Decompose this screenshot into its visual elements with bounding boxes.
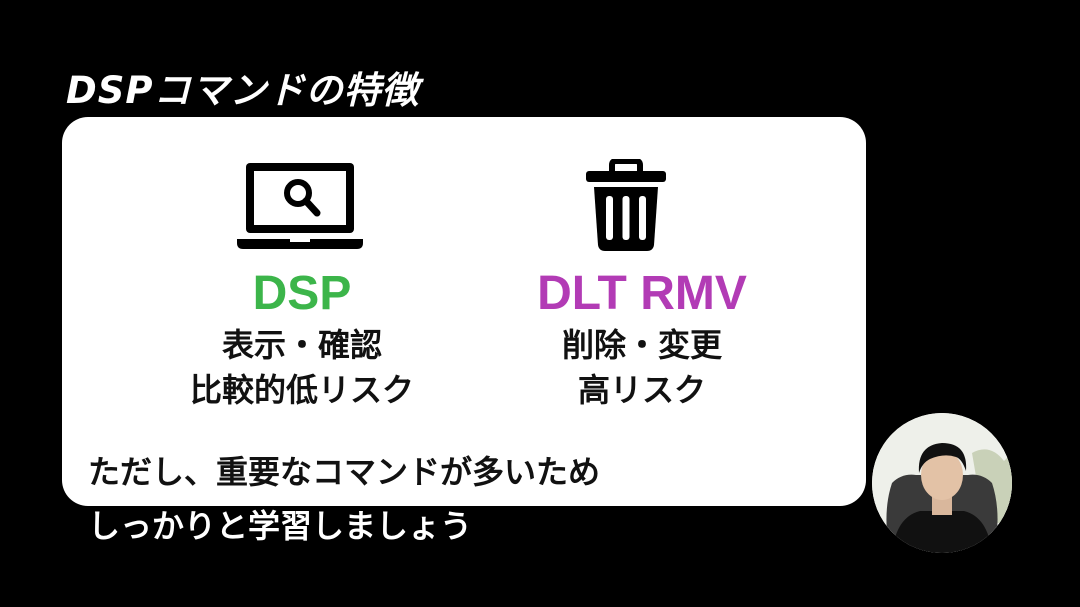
note-line-2: しっかりと学習しましょう bbox=[88, 507, 473, 545]
dsp-description-1: 表示・確認 bbox=[221, 326, 382, 364]
presenter-avatar bbox=[872, 413, 1012, 553]
dlt-description-1: 削除・変更 bbox=[561, 326, 722, 364]
note-line-1: ただし、重要なコマンドが多いため bbox=[88, 453, 601, 491]
comparison-card: DSP 表示・確認 比較的低リスク DLT RMV 削除・変更 高リスク bbox=[62, 117, 866, 506]
dsp-command-label: DSP bbox=[252, 267, 352, 320]
dsp-description-2: 比較的低リスク bbox=[189, 371, 414, 409]
laptop-search-icon bbox=[237, 163, 363, 249]
dlt-description-2: 高リスク bbox=[577, 371, 706, 409]
dlt-command-label: DLT RMV bbox=[537, 267, 747, 320]
presenter-avatar-icon bbox=[872, 413, 1012, 553]
slide-title: DSPコマンドの特徴 bbox=[66, 69, 420, 112]
trash-icon bbox=[586, 159, 666, 251]
